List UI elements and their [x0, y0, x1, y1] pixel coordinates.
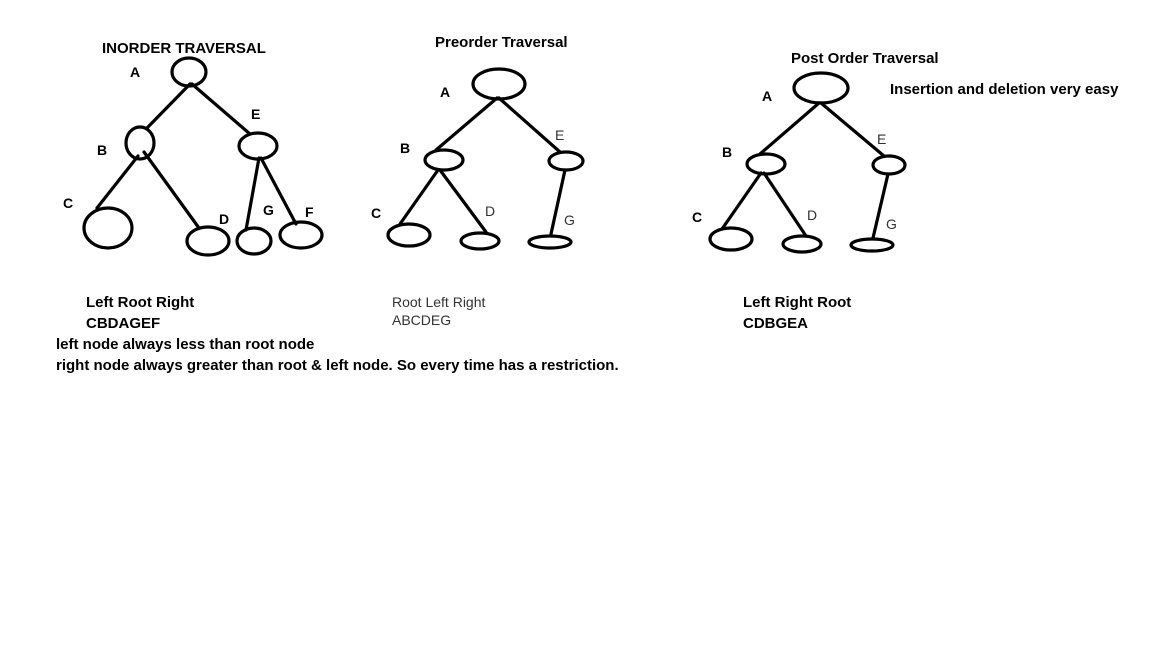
postorder-node-b [745, 152, 787, 176]
inorder-node-f [278, 220, 324, 250]
inorder-tree: INORDER TRAVERSAL A B C D E G F [56, 40, 619, 374]
preorder-edge-a-e [497, 96, 562, 154]
inorder-edge-a-b [145, 82, 192, 130]
preorder-edge-b-c [398, 168, 440, 226]
preorder-node-a [471, 67, 527, 101]
inorder-sequence: CBDAGEF [86, 315, 160, 332]
postorder-edge-b-c [720, 171, 763, 231]
preorder-label-b: B [400, 140, 410, 156]
preorder-label-e: E [555, 127, 564, 143]
preorder-node-e [547, 150, 585, 172]
postorder-node-e [871, 154, 907, 176]
inorder-edge-a-e [190, 82, 252, 136]
postorder-label-d: D [807, 207, 817, 223]
postorder-edge-e-g [871, 172, 890, 240]
postorder-rule: Left Right Root [743, 294, 851, 311]
postorder-node-d [781, 234, 823, 254]
postorder-side-note: Insertion and deletion very easy [890, 81, 1119, 98]
inorder-label-f: F [305, 204, 314, 220]
postorder-label-e: E [877, 131, 886, 147]
preorder-title: Preorder Traversal [435, 34, 568, 51]
inorder-label-e: E [251, 106, 260, 122]
preorder-node-b [423, 148, 465, 172]
postorder-node-g [849, 237, 895, 253]
preorder-tree: Preorder Traversal A B C D E G Root Left… [371, 34, 585, 328]
inorder-edge-e-f [259, 156, 298, 226]
preorder-edge-e-g [549, 168, 567, 236]
inorder-label-a: A [130, 64, 140, 80]
inorder-label-c: C [63, 195, 73, 211]
preorder-label-a: A [440, 84, 450, 100]
postorder-label-c: C [692, 209, 702, 225]
postorder-edge-b-d [762, 171, 808, 238]
preorder-edge-a-b [434, 96, 499, 152]
inorder-label-g: G [263, 202, 274, 218]
inorder-note-left: left node always less than root node [56, 336, 314, 353]
postorder-title: Post Order Traversal [791, 50, 939, 67]
postorder-label-b: B [722, 144, 732, 160]
preorder-rule: Root Left Right [392, 294, 485, 310]
preorder-node-g [527, 234, 573, 250]
inorder-rule: Left Root Right [86, 294, 194, 311]
preorder-sequence: ABCDEG [392, 312, 451, 328]
postorder-edge-a-b [758, 101, 821, 156]
preorder-node-c [386, 222, 432, 248]
inorder-node-d [185, 225, 231, 257]
preorder-label-g: G [564, 212, 575, 228]
inorder-node-a [170, 56, 208, 88]
inorder-node-g [235, 226, 273, 256]
preorder-label-d: D [485, 203, 495, 219]
inorder-edge-b-d [142, 150, 201, 230]
inorder-label-b: B [97, 142, 107, 158]
inorder-title: INORDER TRAVERSAL [102, 40, 266, 57]
inorder-edge-b-c [95, 154, 140, 210]
inorder-node-c [82, 206, 134, 250]
inorder-node-e [237, 131, 279, 161]
inorder-label-d: D [219, 211, 229, 227]
preorder-node-d [459, 231, 501, 251]
inorder-node-b [124, 125, 156, 161]
postorder-node-c [708, 226, 754, 252]
postorder-tree: Post Order Traversal Insertion and delet… [692, 50, 1119, 332]
postorder-node-a [792, 71, 850, 105]
postorder-sequence: CDBGEA [743, 315, 808, 332]
preorder-edge-b-d [438, 168, 488, 234]
preorder-label-c: C [371, 205, 381, 221]
postorder-label-a: A [762, 88, 772, 104]
postorder-label-g: G [886, 216, 897, 232]
postorder-edge-a-e [819, 101, 886, 158]
inorder-edge-e-g [244, 156, 261, 232]
inorder-note-right: right node always greater than root & le… [56, 357, 619, 374]
